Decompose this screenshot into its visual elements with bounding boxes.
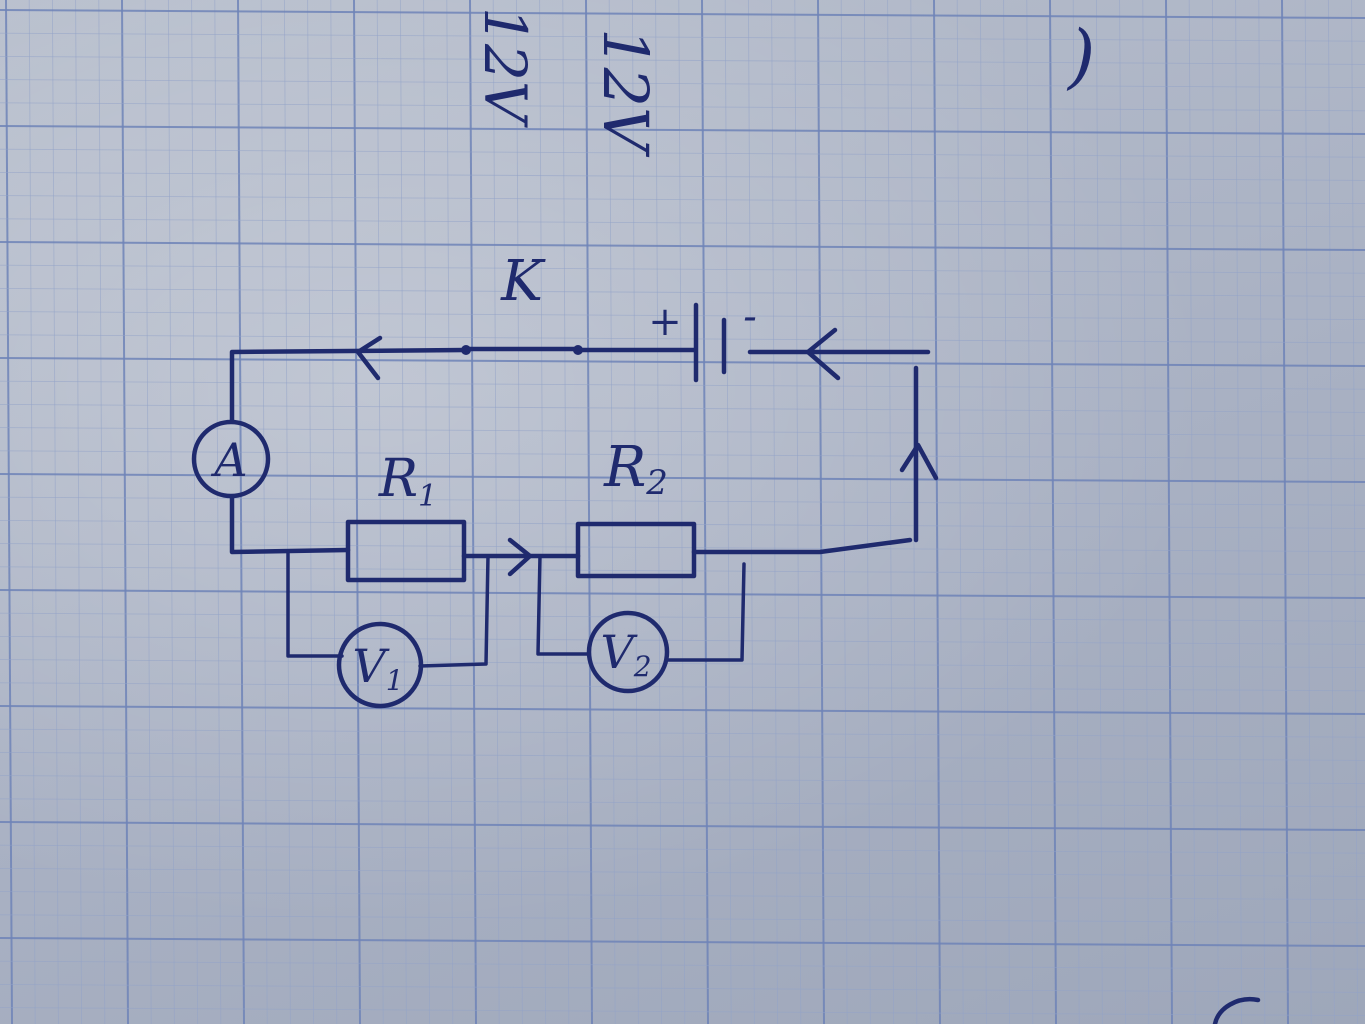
v2-wire-left [536, 554, 590, 656]
bracket-note: ) [1066, 15, 1095, 97]
resistor-r1 [345, 519, 467, 583]
voltage-note-2: 12V [589, 28, 662, 158]
battery-minus-sign: - [743, 294, 757, 340]
ammeter-label: A [210, 433, 247, 487]
current-arrow-right-top [805, 327, 841, 381]
voltmeter-v1-label: V1 [352, 639, 403, 697]
current-arrow-up [899, 442, 939, 481]
rotated-note-2: 12V [589, 28, 662, 158]
resistor-r2-label: R2 [603, 435, 668, 503]
voltmeter-v2 [586, 610, 670, 694]
wire-bottom-left [229, 494, 351, 555]
rotated-note-1: 12V [471, 7, 539, 128]
wire-bottom-right [691, 537, 913, 555]
battery-plus-sign: + [648, 299, 682, 345]
v2-wire-right [664, 562, 746, 662]
v1-wire-right [418, 554, 490, 668]
voltage-note-1: 12V [471, 7, 539, 128]
wire-top-left [229, 347, 469, 423]
current-arrow-top [355, 335, 383, 381]
v1-wire-left [286, 550, 344, 658]
switch-label: K [500, 249, 546, 314]
voltmeter-v2-label: V2 [600, 625, 651, 683]
resistor-r1-label: R1 [378, 449, 437, 514]
partial-mark-bottom [1212, 996, 1261, 1024]
current-arrow-middle [507, 537, 533, 577]
